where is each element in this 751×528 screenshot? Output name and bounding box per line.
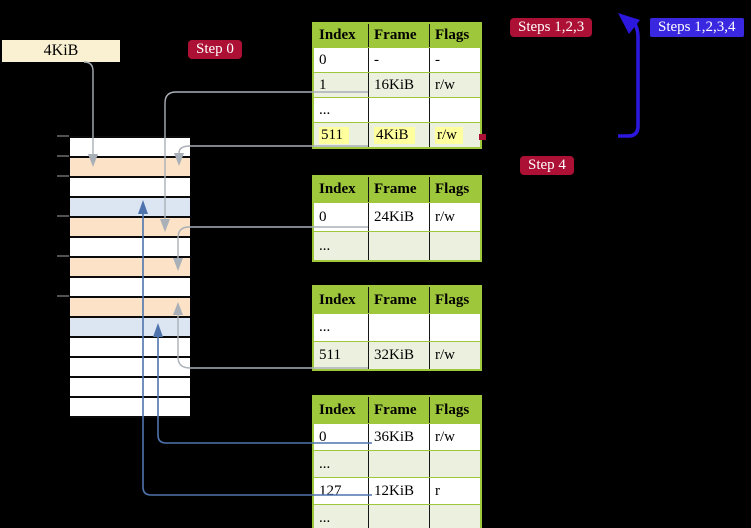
memory-row-frame: [70, 298, 190, 318]
table-cell: -: [429, 48, 480, 72]
table-cell: 24KiB: [368, 203, 429, 231]
table-row: ...: [314, 450, 480, 477]
table-row: ...: [314, 231, 480, 260]
table-cell: [429, 98, 480, 122]
memory-row-target: [70, 198, 190, 218]
table-row: ...: [314, 504, 480, 528]
table-cell: [429, 314, 480, 341]
table-cell: [429, 451, 480, 477]
table-row: ...: [314, 313, 480, 341]
table-cell: ...: [319, 101, 331, 118]
table-cell: 12KiB: [368, 478, 429, 504]
table-header-cell: Frame: [368, 177, 429, 202]
table-cell: 1: [319, 76, 327, 93]
table-cell: r/w: [429, 424, 480, 450]
table-cell: 511: [319, 347, 341, 363]
table-header-cell: Flags: [429, 24, 480, 47]
memory-row-plain: [70, 398, 190, 418]
arrowhead-up-left-icon: [618, 13, 640, 34]
steps-1234-badge: Steps 1,2,3,4: [650, 18, 744, 37]
table-cell: ...: [319, 237, 331, 254]
table-row: ...: [314, 97, 480, 122]
table-header-cell: Frame: [368, 287, 429, 313]
memory-row-plain: [70, 378, 190, 398]
table-cell: r/w: [429, 73, 480, 97]
table-cell: -: [368, 48, 429, 72]
table-header-cell: Flags: [429, 177, 480, 202]
table-cell: 0: [319, 428, 327, 445]
table-header-cell: Flags: [429, 287, 480, 313]
table-cell: r/w: [429, 342, 480, 369]
memory-row-frame: [70, 158, 190, 178]
table-cell: ...: [319, 509, 331, 526]
memory-row-frame: [70, 218, 190, 238]
memory-row-plain: [70, 138, 190, 158]
table-cell: 0: [319, 51, 327, 68]
table-header-cell: Frame: [368, 24, 429, 47]
table-header-cell: Index: [319, 291, 356, 308]
table-cell: ...: [319, 319, 331, 335]
table-header-cell: Flags: [429, 397, 480, 423]
memory-row-plain: [70, 338, 190, 358]
steps-flow-arrow: [618, 17, 640, 138]
step-4-badge: Step 4: [520, 156, 574, 175]
table-cell: [368, 314, 429, 341]
steps-123-badge: Steps 1,2,3: [510, 18, 593, 37]
table-cell: 32KiB: [368, 342, 429, 369]
table-header-cell: Index: [319, 401, 356, 418]
memory-row-plain: [70, 278, 190, 298]
table-cell: [429, 505, 480, 528]
table-cell: [368, 98, 429, 122]
page-size-label: 4KiB: [2, 40, 120, 62]
memory-row-plain: [70, 178, 190, 198]
table-cell: 36KiB: [368, 424, 429, 450]
table-cell: [368, 451, 429, 477]
memory-row-frame: [70, 258, 190, 278]
step-0-badge: Step 0: [188, 40, 242, 59]
table-cell: [368, 232, 429, 260]
table-cell: 0: [319, 208, 327, 225]
memory-scale-ticks: [57, 135, 69, 297]
memory-row-plain: [70, 358, 190, 378]
table-cell: 127: [319, 482, 342, 499]
table-row: 0 --: [314, 47, 480, 72]
memory-row-target: [70, 318, 190, 338]
table-cell: 511: [314, 123, 368, 147]
memory-row-plain: [70, 238, 190, 258]
table-cell: 4KiB: [368, 123, 429, 147]
table-header-cell: Frame: [368, 397, 429, 423]
table-cell: r/w: [429, 123, 480, 147]
table-header-cell: Index: [319, 181, 356, 197]
table-header-cell: Index: [319, 27, 356, 43]
table-cell: r: [429, 478, 480, 504]
table-cell: [429, 232, 480, 260]
table-cell: 16KiB: [368, 73, 429, 97]
table-cell: [368, 505, 429, 528]
table-cell: ...: [319, 455, 331, 472]
table-cell: r/w: [429, 203, 480, 231]
physical-memory-column: [70, 136, 190, 418]
